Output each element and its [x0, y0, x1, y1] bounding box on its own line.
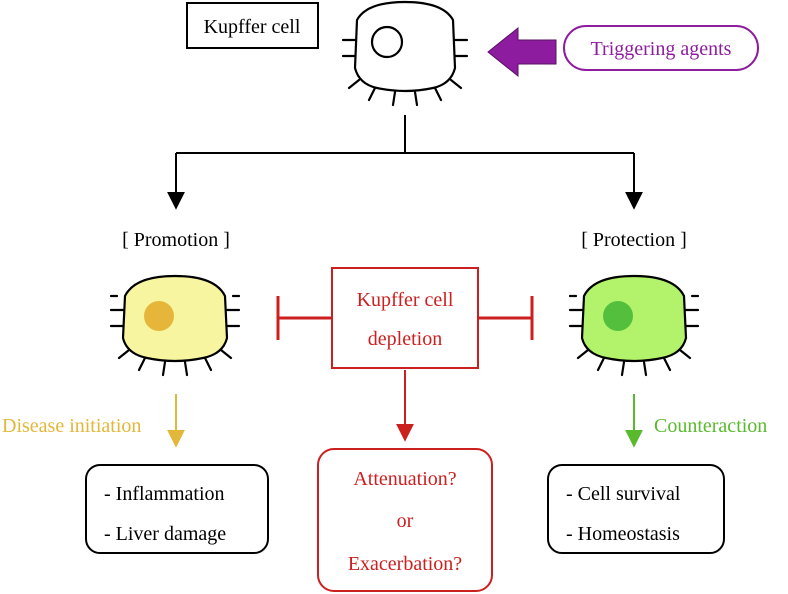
depletion-line1: Kupffer cell [357, 289, 454, 311]
protection-outcome-box: - Cell survival - Homeostasis [547, 464, 725, 554]
depletion-outcome-line2: or [397, 510, 414, 532]
promotion-outcome-line2: - Liver damage [104, 523, 226, 545]
kupffer-cell-label-box: Kupffer cell [186, 2, 319, 49]
promotion-outcome-box: - Inflammation - Liver damage [85, 464, 269, 554]
inhibition-left [276, 296, 332, 340]
triggering-agents-box: Triggering agents [563, 25, 759, 71]
promotion-cell-nucleus [144, 301, 174, 331]
promotion-outcome-line1: - Inflammation [104, 483, 225, 505]
protection-cell-nucleus [603, 301, 633, 331]
protection-label: [ Protection ] [581, 229, 687, 251]
protection-kupffer-cell [568, 274, 700, 377]
protection-outcome-line2: - Homeostasis [566, 523, 680, 545]
branch-connector [167, 115, 643, 210]
depletion-outcome-line3: Exacerbation? [348, 553, 462, 575]
triggering-agents-label: Triggering agents [591, 38, 732, 60]
counteraction-label: Counteraction [654, 415, 767, 437]
kupffer-cell-depletion-box: Kupffer cell depletion [331, 267, 479, 369]
disease-initiation-label: Disease initiation [2, 415, 141, 437]
depletion-outcome-box: Attenuation? or Exacerbation? [317, 448, 493, 592]
promotion-kupffer-cell [109, 274, 241, 377]
depletion-outcome-line1: Attenuation? [353, 468, 456, 490]
protection-outcome-line1: - Cell survival [566, 483, 681, 505]
depletion-line2: depletion [368, 328, 442, 350]
trigger-arrow [487, 26, 557, 78]
inhibition-right [478, 296, 534, 340]
kupffer-cell-top [341, 0, 469, 107]
promotion-label: [ Promotion ] [122, 229, 230, 251]
kupffer-cell-label: Kupffer cell [204, 16, 301, 38]
